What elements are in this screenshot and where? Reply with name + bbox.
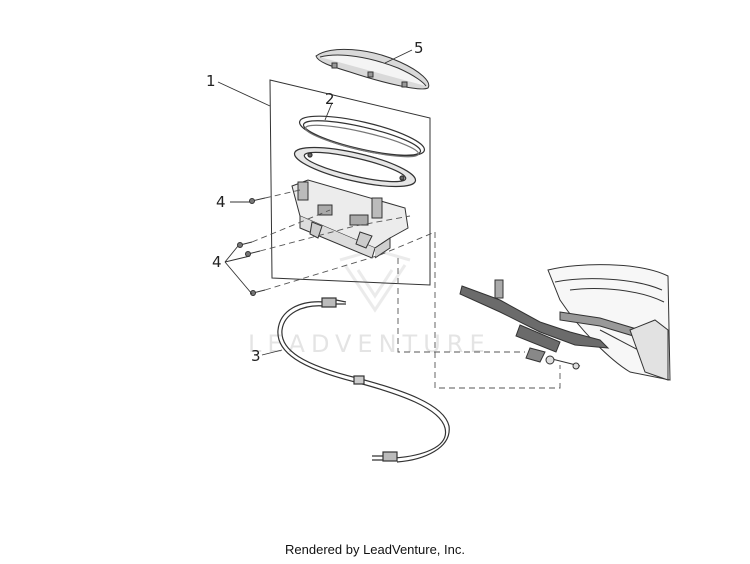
bezel-ring [293, 146, 417, 188]
gasket-part-2 [298, 115, 426, 158]
screws-part-4 [237, 197, 266, 296]
gauge-housing [291, 179, 409, 259]
alignment-lines [251, 189, 561, 389]
handlebar-assembly [459, 264, 671, 381]
callout-3: 3 [251, 347, 261, 365]
callout-5: 5 [414, 39, 424, 57]
callout-1: 1 [206, 72, 216, 90]
leader-lines [217, 49, 413, 356]
cover-part-5 [315, 48, 430, 90]
assembly-frame-1 [269, 79, 431, 286]
callout-4-bottom: 4 [212, 253, 222, 271]
callout-4-top: 4 [216, 193, 226, 211]
watermark-logo [339, 248, 411, 313]
footer-credit: Rendered by LeadVenture, Inc. [285, 542, 465, 557]
cable-part-3 [277, 297, 450, 463]
watermark-text: LEADVENTURE [248, 330, 491, 358]
callout-2: 2 [325, 90, 335, 108]
